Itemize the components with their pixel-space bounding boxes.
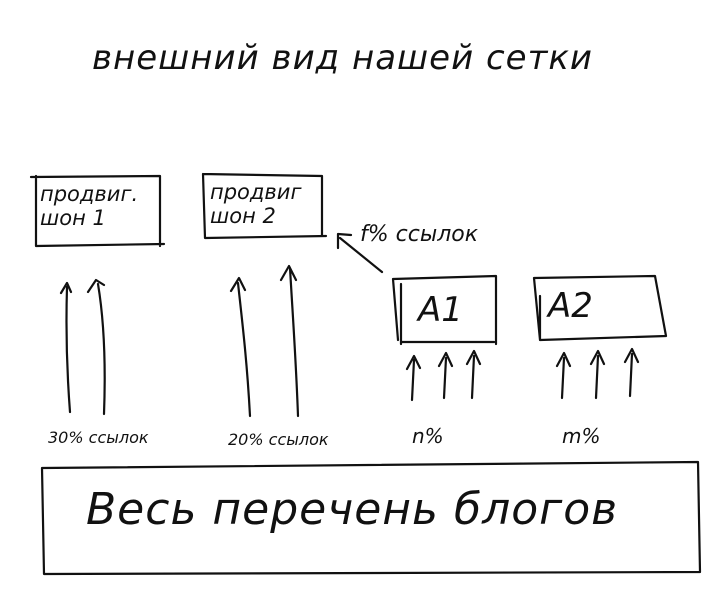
arrow-a1-to-promo-2 bbox=[336, 232, 384, 274]
arrows-a2 bbox=[555, 347, 640, 400]
promo-1-line-2: шон 1 bbox=[40, 206, 106, 230]
diagram-title: внешний вид нашей сетки bbox=[92, 38, 594, 78]
pct-n-label: n% bbox=[412, 424, 444, 448]
a1-box bbox=[391, 274, 498, 346]
promo-2-line-2: шон 2 bbox=[210, 204, 276, 228]
arrows-promo-1 bbox=[59, 278, 106, 416]
blog-list-label: Весь перечень блогов bbox=[86, 484, 619, 535]
promo-1-label: продвиг. шон 1 bbox=[40, 182, 138, 230]
blog-list-box bbox=[40, 460, 702, 576]
promo-box-1 bbox=[29, 174, 166, 248]
f-links-label: f% ссылок bbox=[360, 222, 479, 247]
promo-1-line-1: продвиг. bbox=[40, 182, 139, 206]
promo-box-2 bbox=[201, 172, 328, 240]
pct-30-label: 30% ссылок bbox=[48, 428, 149, 447]
a1-label: А1 bbox=[418, 290, 463, 330]
a2-label: А2 bbox=[548, 286, 593, 326]
pct-m-label: m% bbox=[562, 424, 601, 448]
promo-2-line-1: продвиг bbox=[210, 180, 302, 204]
arrows-promo-2 bbox=[229, 264, 300, 418]
pct-20-label: 20% ссылок bbox=[228, 430, 329, 449]
promo-2-label: продвиг шон 2 bbox=[210, 180, 302, 228]
a2-box bbox=[532, 274, 668, 342]
arrows-a1 bbox=[405, 349, 482, 402]
